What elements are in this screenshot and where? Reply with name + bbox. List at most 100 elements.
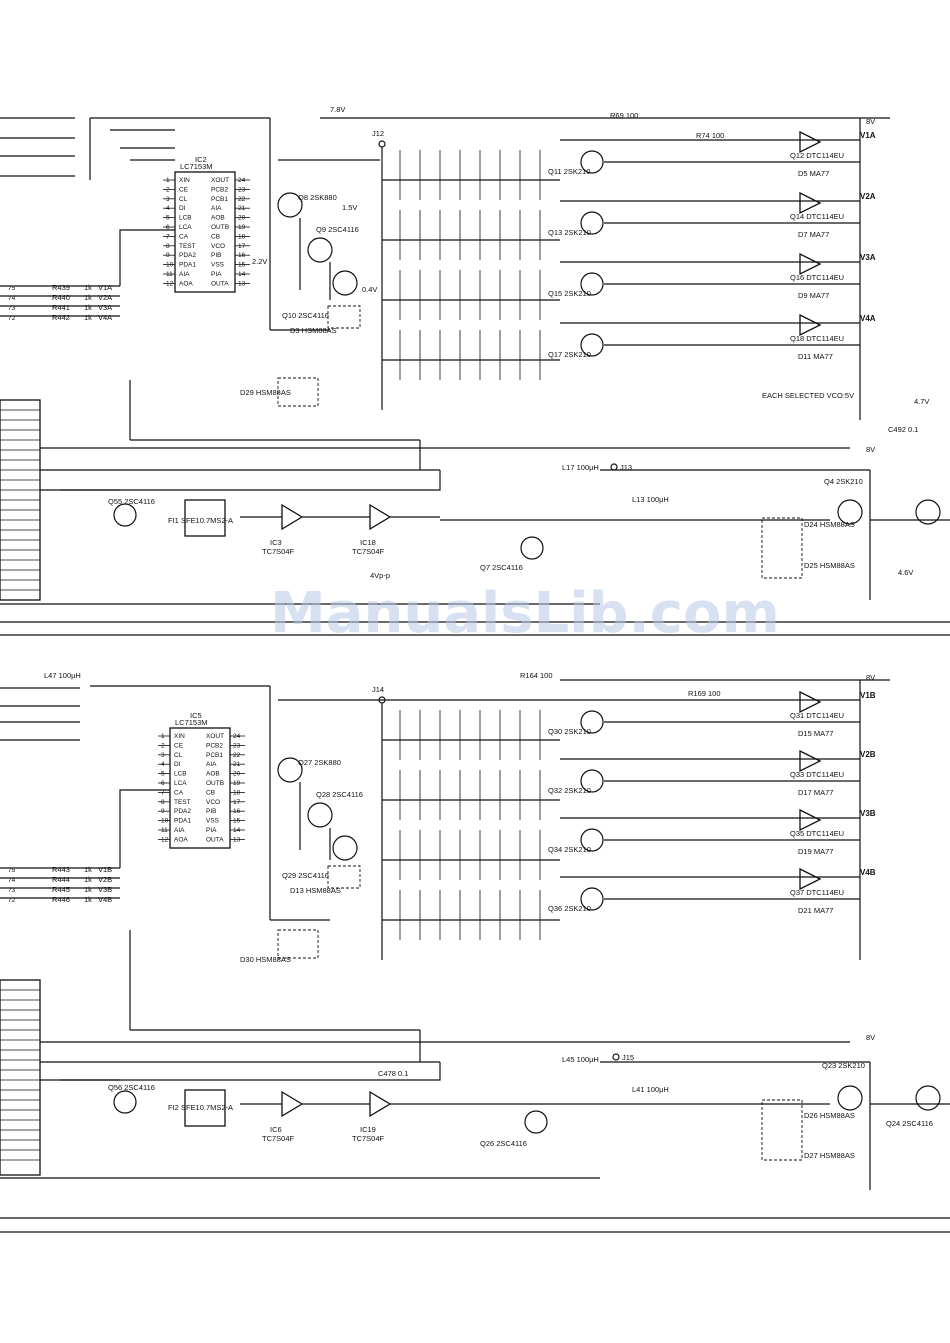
fi2-label: FI2 SFE10.7MS2-A [168, 1103, 233, 1112]
q8-label: Q8 2SK880 [298, 193, 337, 202]
ic-pin-right: PIA [211, 271, 222, 278]
vco-diode-label: D15 MA77 [798, 729, 833, 738]
row-val: 1k [84, 885, 92, 894]
row-val: 1k [84, 895, 92, 904]
ic3-part: TC7S04F [262, 547, 295, 556]
ic-pin-right: CB [206, 789, 215, 796]
ic-pin-num: 23 [238, 186, 246, 193]
q9-label: Q9 2SC4116 [316, 225, 359, 234]
l41-label: L41 100μH [632, 1085, 669, 1094]
vco-diode-label: D19 MA77 [798, 847, 833, 856]
ic-pin-num: 3 [166, 196, 170, 203]
ic6-part: TC7S04F [262, 1134, 295, 1143]
ic-pin-num: 7 [166, 233, 170, 240]
row-line: V3B [98, 885, 112, 894]
r164-label: R164 100 [520, 671, 553, 680]
ic-pin-num: 12 [161, 836, 169, 843]
ic-pin-right: OUTA [206, 836, 224, 843]
j15-label: J15 [622, 1053, 634, 1062]
left-rows-b: 75 74 73 72 R443 R444 R445 R446 1k 1k 1k… [8, 789, 170, 904]
vp-label: 4Vp-p [370, 571, 390, 580]
ic-pin-right: AOB [211, 215, 225, 222]
l45-label: L45 100μH [562, 1055, 599, 1064]
vco-osc-label: Q34 2SK210 [548, 845, 591, 854]
ic-pin-left: CA [179, 233, 189, 240]
ic-pin-num: 4 [166, 205, 170, 212]
q27-symbol [277, 757, 303, 783]
ic-pin-num: 16 [233, 808, 241, 815]
ic-pin-right: PCB1 [211, 196, 228, 203]
rail-8v-a2: 8V [866, 445, 875, 454]
q23-symbol [837, 1085, 863, 1111]
ic18-inverter [369, 503, 392, 531]
r74-label: R74 100 [696, 131, 724, 140]
row-res: R444 [52, 875, 70, 884]
vco-buffer-label: Q31 DTC114EU [790, 711, 844, 720]
row-line: V1A [98, 283, 112, 292]
q56-symbol [113, 1090, 137, 1114]
vco-osc-label: Q30 2SK210 [548, 727, 591, 736]
ic-pin-right: OUTB [211, 224, 229, 231]
d30-label: D30 HSM88AS [240, 955, 291, 964]
row-pin: 73 [8, 887, 16, 894]
vco-line-label: V3A [860, 253, 876, 262]
d24-d25-box [761, 517, 803, 579]
vco-line-label: V4A [860, 314, 876, 323]
row-pin: 75 [8, 285, 16, 292]
ic-pin-num: 22 [238, 196, 246, 203]
ic-pin-num: 23 [233, 742, 241, 749]
q7-label: Q7 2SC4116 [480, 563, 523, 572]
c478-label: C478 0.1 [378, 1069, 408, 1078]
ic-pin-num: 21 [238, 205, 246, 212]
section-a: 75 74 73 72 R439 R440 R441 R442 1k 1k 1k… [0, 105, 950, 636]
ic-pin-left: DI [174, 761, 181, 768]
j13-jack [610, 463, 618, 471]
ic-pin-left: AIA [179, 271, 190, 278]
vco-buffer-label: Q35 DTC114EU [790, 829, 844, 838]
vco-buffer-label: Q18 DTC114EU [790, 334, 844, 343]
ic-pin-num: 5 [166, 215, 170, 222]
ic-pin-num: 2 [166, 186, 170, 193]
vco-buffer-label: Q14 DTC114EU [790, 212, 844, 221]
row-res: R442 [52, 313, 70, 322]
q24-label: Q24 2SC4116 [886, 1119, 933, 1128]
row-res: R443 [52, 865, 70, 874]
watermark: ManualsLib.com [270, 581, 780, 646]
vco-osc-symbol [580, 828, 604, 852]
ic-pin-num: 6 [161, 780, 165, 787]
vco-osc-symbol [580, 710, 604, 734]
vco-line-label: V1A [860, 131, 876, 140]
ic-pin-left: CL [174, 752, 183, 759]
vco-osc-label: Q32 2SK210 [548, 786, 591, 795]
q26-label: Q26 2SC4116 [480, 1139, 527, 1148]
ic18-part: TC7S04F [352, 547, 385, 556]
d3-box [327, 305, 361, 329]
ic-pin-num: 7 [161, 789, 165, 796]
ic-pin-left: XIN [174, 733, 185, 740]
ic-pin-left: LCB [174, 771, 187, 778]
vco-buffer-label: Q16 DTC114EU [790, 273, 844, 282]
ic-pin-num: 3 [161, 752, 165, 759]
row-pin: 73 [8, 305, 16, 312]
ic-pin-right: OUTA [211, 280, 229, 287]
d13-box [327, 865, 361, 889]
row-res: R440 [52, 293, 70, 302]
ic-pin-num: 14 [238, 271, 246, 278]
rail-8v-a: 8V [866, 117, 875, 126]
rail-47: 4.7V [914, 397, 929, 406]
j13-label: J13 [620, 463, 632, 472]
ic-pin-num: 4 [161, 761, 165, 768]
connector-b [0, 979, 41, 1176]
d27-label: D27 HSM88AS [804, 1151, 855, 1160]
rail-78: 7.8V [330, 105, 345, 114]
osc-block-b: Q27 2SK880 Q28 2SC4116 Q29 2SC4116 D13 H… [277, 699, 560, 895]
ic-pin-num: 14 [233, 827, 241, 834]
vco-diode-label: D7 MA77 [798, 230, 829, 239]
vco-osc-symbol [580, 769, 604, 793]
ic-pin-num: 15 [233, 818, 241, 825]
ic-pin-left: LCA [174, 780, 187, 787]
vco-buffer-symbol [799, 252, 822, 276]
ic-pin-left: DI [179, 205, 186, 212]
